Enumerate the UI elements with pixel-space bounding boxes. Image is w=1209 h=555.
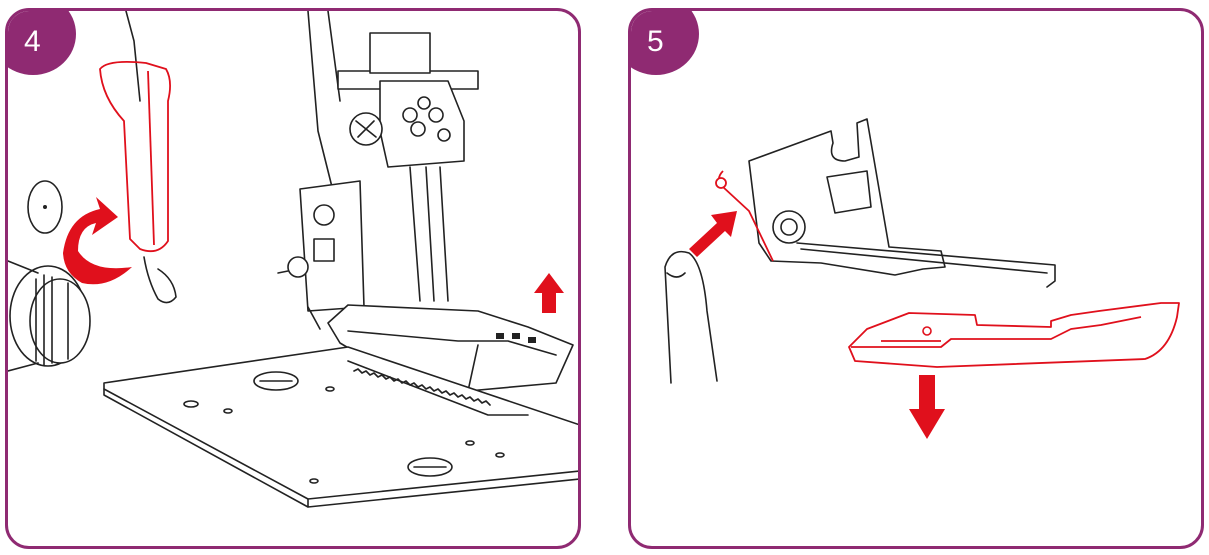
- finger-icon: [664, 250, 718, 384]
- step-5-panel: 5: [628, 8, 1204, 549]
- presser-foot-lever-icon: [99, 60, 177, 304]
- step-4-illustration: [8, 11, 578, 508]
- foot-holder-icon: [715, 118, 1056, 288]
- step-badge: 4: [8, 11, 76, 75]
- rotate-arrow-icon: [63, 197, 132, 285]
- needle-plate-icon: [103, 346, 578, 508]
- step-number: 4: [24, 25, 41, 58]
- step-5-illustration: [664, 118, 1180, 439]
- push-arrow-icon: [689, 211, 737, 257]
- down-arrow-icon: [909, 375, 945, 439]
- step-4-panel: 4: [5, 8, 581, 549]
- needle-clamp-icon: [337, 32, 479, 302]
- hand-wheel-icon: [8, 260, 91, 372]
- presser-foot-icon: [848, 302, 1180, 368]
- step-number: 5: [647, 25, 664, 58]
- up-arrow-icon: [534, 273, 564, 313]
